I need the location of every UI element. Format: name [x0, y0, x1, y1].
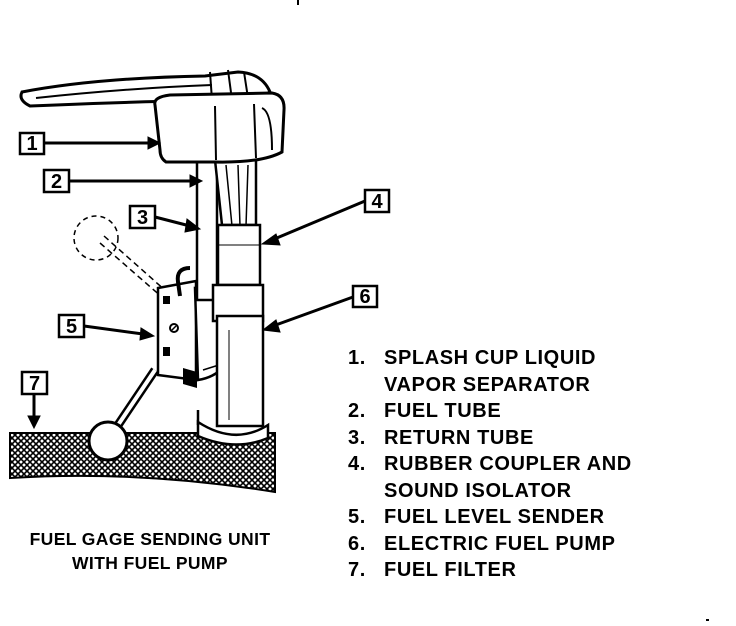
svg-text:3: 3	[137, 207, 148, 229]
legend-item: VAPOR SEPARATOR	[384, 373, 591, 396]
callout-box-4: 4	[363, 188, 391, 214]
callout-box-5: 5	[57, 313, 86, 339]
caption-line-2: WITH FUEL PUMP	[72, 553, 228, 573]
parts-legend: 1. SPLASH CUP LIQUID VAPOR SEPARATOR 2. …	[348, 345, 718, 584]
svg-text:5: 5	[66, 316, 77, 338]
legend-item: 7. FUEL FILTER	[348, 559, 517, 581]
fuel-filter	[9, 432, 276, 494]
legend-item: 3. RETURN TUBE	[348, 426, 534, 449]
callout-box-1: 1	[18, 131, 46, 156]
legend-item: 6. ELECTRIC FUEL PUMP	[348, 532, 616, 555]
svg-text:2: 2	[51, 171, 62, 193]
svg-text:7: 7	[29, 373, 40, 395]
legend-item: SOUND ISOLATOR	[384, 479, 572, 502]
top-speck	[297, 0, 299, 5]
callout-box-6: 6	[351, 284, 379, 309]
splash-cup	[19, 69, 286, 164]
callout-box-2: 2	[42, 168, 71, 194]
float-alt-position	[73, 215, 119, 261]
legend-item: 4. RUBBER COUPLER AND	[348, 453, 632, 475]
callout-box-3: 3	[128, 204, 157, 230]
bottom-speck	[706, 619, 709, 621]
caption-line-1: FUEL GAGE SENDING UNIT	[29, 529, 271, 549]
float-ball	[87, 420, 129, 462]
legend-item: 1. SPLASH CUP LIQUID	[348, 347, 597, 369]
legend-item: 5. FUEL LEVEL SENDER	[348, 506, 605, 528]
svg-text:4: 4	[371, 191, 383, 213]
pump-column	[175, 153, 270, 446]
svg-text:1: 1	[26, 133, 37, 155]
svg-text:6: 6	[359, 286, 370, 308]
leader-lines	[27, 136, 366, 430]
legend-item: 2. FUEL TUBE	[348, 400, 502, 422]
callout-box-7: 7	[20, 370, 49, 396]
figure-caption: FUEL GAGE SENDING UNIT WITH FUEL PUMP	[0, 527, 300, 575]
